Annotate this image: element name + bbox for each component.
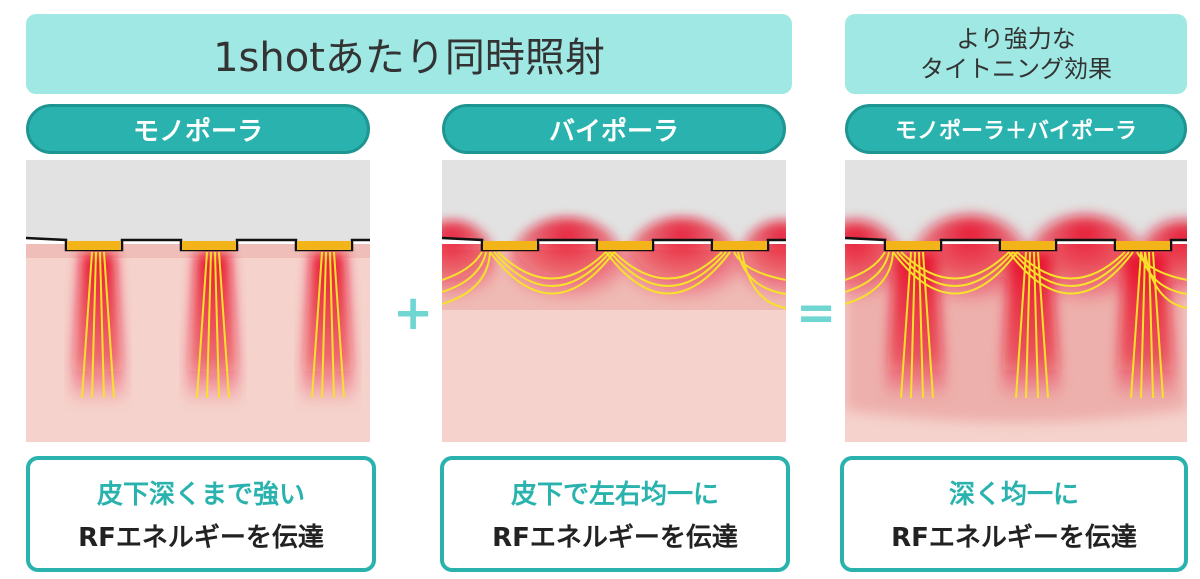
- device-head: [442, 160, 786, 244]
- bipolar-label-text: バイポーラ: [548, 116, 679, 147]
- electrode: [1116, 241, 1170, 250]
- combined-label-text: モノポーラ＋バイポーラ: [894, 119, 1137, 144]
- electrode: [598, 241, 652, 250]
- electrode: [886, 241, 940, 250]
- device-head: [26, 160, 370, 244]
- caption-highlight: 皮下で左右均一に: [510, 480, 719, 510]
- monopolar-caption: 皮下深くまで強い RFエネルギーを伝達: [26, 456, 376, 572]
- bipolar-caption: 皮下で左右均一に RFエネルギーを伝達: [440, 456, 790, 572]
- bipolar-diagram: [442, 160, 786, 442]
- monopolar-rf-lines: [81, 251, 345, 399]
- caption-highlight: 深く均一に: [948, 480, 1079, 510]
- plus-operator: +: [393, 285, 434, 341]
- side-title-line2: タイトニング効果: [920, 55, 1112, 83]
- electrode: [182, 241, 236, 250]
- combined-caption: 深く均一に RFエネルギーを伝達: [840, 456, 1188, 572]
- combined-diagram: [845, 160, 1187, 442]
- monopolar-label: モノポーラ: [26, 104, 370, 154]
- equals-operator: =: [796, 285, 837, 341]
- side-title-banner: より強力な タイトニング効果: [845, 14, 1187, 94]
- electrode: [297, 241, 351, 250]
- caption-text: RFエネルギーを伝達: [891, 523, 1137, 553]
- monopolar-diagram: [26, 160, 370, 442]
- electrode: [483, 241, 537, 250]
- monopolar-label-text: モノポーラ: [132, 116, 263, 147]
- caption-text: RFエネルギーを伝達: [78, 523, 324, 553]
- electrode: [713, 241, 767, 250]
- electrode: [1001, 241, 1055, 250]
- bipolar-rf-arcs: [442, 251, 786, 309]
- combined-rf-lines: [845, 251, 1187, 399]
- electrode: [67, 241, 121, 250]
- main-title: 1shotあたり同時照射: [213, 35, 605, 81]
- side-title-line1: より強力な: [956, 25, 1076, 53]
- caption-highlight: 皮下深くまで強い: [96, 480, 305, 510]
- combined-label: モノポーラ＋バイポーラ: [845, 104, 1187, 154]
- device-head: [845, 160, 1187, 244]
- caption-text: RFエネルギーを伝達: [492, 523, 738, 553]
- main-title-banner: 1shotあたり同時照射: [26, 14, 792, 94]
- bipolar-label: バイポーラ: [442, 104, 786, 154]
